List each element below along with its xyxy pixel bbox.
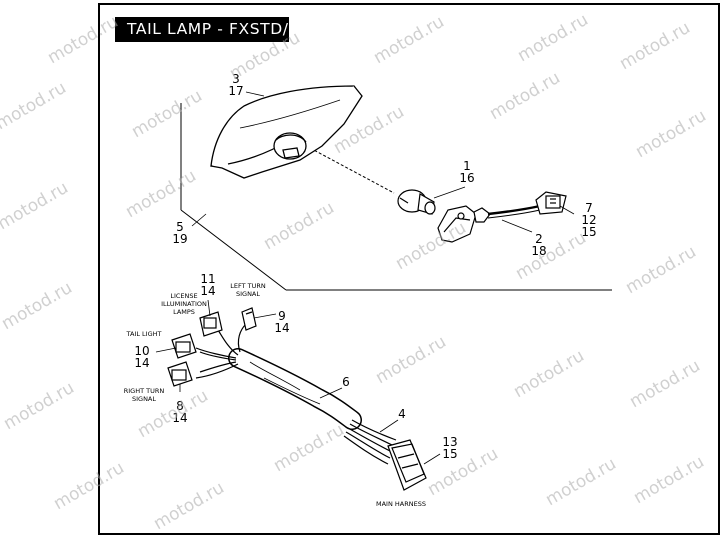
- callout-13: 13: [442, 435, 457, 449]
- diagram-title: TAIL LAMP - FXSTD/I: [127, 20, 294, 38]
- callout-12: 12: [581, 213, 596, 227]
- callouts: 3 17 1 16 2 18 7 12 15 5 19 11 14 9 14 1…: [134, 72, 596, 461]
- panel-outline: [180, 103, 612, 291]
- title-banner: TAIL LAMP - FXSTD/I: [115, 17, 293, 42]
- callout-14c: 14: [134, 356, 149, 370]
- callout-15a: 15: [581, 225, 596, 239]
- callout-14a: 14: [200, 284, 215, 298]
- label-main-harness: MAIN HARNESS: [376, 500, 426, 508]
- tail-lamp-housing: [210, 85, 363, 179]
- callout-1: 1: [463, 159, 471, 173]
- label-license-2: ILLUMINATION: [161, 300, 207, 308]
- callout-14b: 14: [274, 321, 289, 335]
- label-left-turn-1: LEFT TURN: [230, 282, 266, 290]
- callout-7: 7: [585, 201, 593, 215]
- wiring-harness: [195, 323, 397, 465]
- label-tail-light: TAIL LIGHT: [126, 330, 162, 338]
- label-license-1: LICENSE: [170, 292, 197, 300]
- callout-8: 8: [176, 399, 184, 413]
- label-license-3: LAMPS: [173, 308, 195, 316]
- callout-9: 9: [278, 309, 286, 323]
- socket-and-lead: [437, 191, 567, 243]
- callout-19: 19: [172, 232, 187, 246]
- license-lamp-connector: [199, 311, 223, 337]
- callout-15b: 15: [442, 447, 457, 461]
- callout-10: 10: [134, 344, 149, 358]
- bulb: [397, 189, 436, 215]
- callout-18: 18: [531, 244, 546, 258]
- callout-11: 11: [200, 272, 215, 286]
- callout-14d: 14: [172, 411, 187, 425]
- callout-3: 3: [232, 72, 240, 86]
- callout-4: 4: [398, 407, 406, 421]
- callout-5: 5: [176, 220, 184, 234]
- connectors: [167, 307, 427, 491]
- label-right-turn-2: SIGNAL: [132, 395, 156, 403]
- callout-2: 2: [535, 232, 543, 246]
- label-right-turn-1: RIGHT TURN: [124, 387, 165, 395]
- left-turn-connector: [241, 307, 257, 331]
- part-labels: LICENSE ILLUMINATION LAMPS LEFT TURN SIG…: [124, 282, 426, 508]
- label-left-turn-2: SIGNAL: [236, 290, 260, 298]
- callout-17: 17: [228, 84, 243, 98]
- callout-16: 16: [459, 171, 474, 185]
- leader-lines: [155, 91, 575, 465]
- callout-6: 6: [342, 375, 350, 389]
